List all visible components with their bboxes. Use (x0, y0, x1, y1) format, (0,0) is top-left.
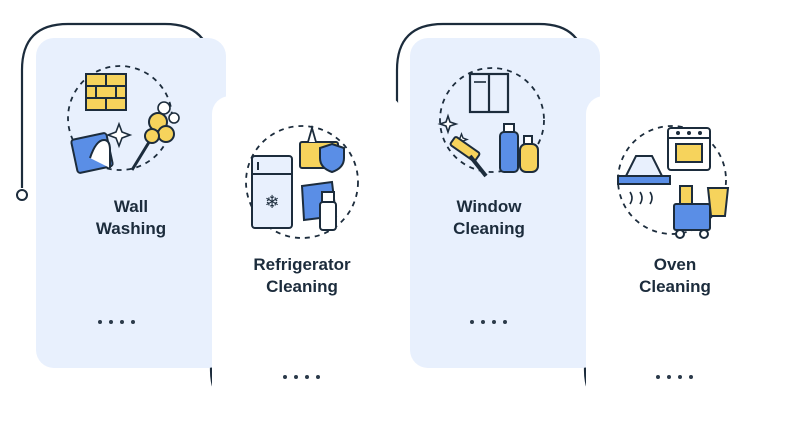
step-title-wall-washing: Wall Washing (95, 197, 167, 238)
wall-washing-icon (60, 58, 190, 188)
start-node (16, 189, 28, 201)
pager-dots-oven-cleaning (656, 375, 693, 379)
refrigerator-cleaning-icon: ❄ (242, 120, 372, 250)
oven-cleaning-icon (608, 122, 738, 252)
step-title-refrigerator-cleaning: Refrigerator Cleaning (253, 255, 351, 296)
pager-dots-window-cleaning (470, 320, 507, 324)
svg-text:❄: ❄ (264, 192, 279, 213)
window-cleaning-icon (432, 60, 562, 190)
step-card-wall-washing (36, 38, 226, 368)
pager-dots-refrigerator-cleaning (283, 375, 320, 379)
step-title-window-cleaning: Window Cleaning (453, 197, 525, 238)
step-title-oven-cleaning: Oven Cleaning (639, 255, 711, 296)
pager-dots-wall-washing (98, 320, 135, 324)
